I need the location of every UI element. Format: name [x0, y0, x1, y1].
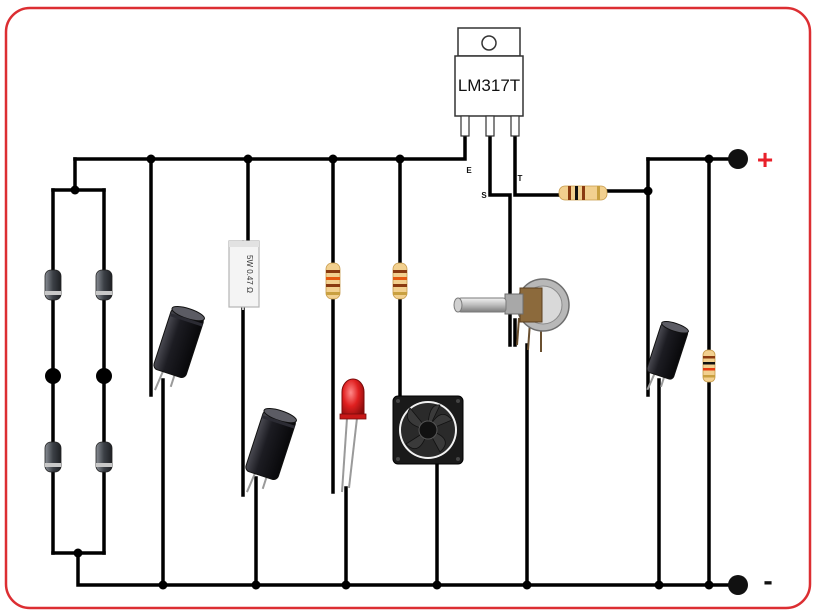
pin-label-e: E — [466, 166, 472, 175]
diode-bottom-left — [44, 441, 62, 473]
filter-capacitor — [153, 306, 205, 391]
top-rail-wire — [73, 133, 467, 161]
output-terminals: + - — [728, 144, 773, 596]
positive-terminal[interactable] — [728, 149, 748, 169]
cooling-fan — [392, 395, 464, 465]
voltage-regulator: LM317T E S T — [454, 27, 524, 200]
red-led — [339, 378, 367, 493]
junction-dot — [243, 154, 253, 164]
diode-top-left — [44, 269, 62, 301]
output-set-resistor — [558, 185, 608, 201]
output-pin-wire — [513, 133, 562, 197]
fan-resistor — [392, 262, 408, 300]
pin-label-t: T — [518, 174, 523, 183]
junction-dot — [704, 154, 714, 164]
power-resistor: 5W 0.47 Ω — [228, 240, 260, 310]
junctions — [45, 154, 714, 590]
junction-dot — [654, 580, 664, 590]
diagram-frame — [4, 6, 812, 610]
secondary-capacitor — [245, 408, 297, 493]
bottom-rail-wire — [76, 551, 740, 587]
junction-dot — [73, 548, 83, 558]
diode-top-right — [95, 269, 113, 301]
junction-dot — [146, 154, 156, 164]
positive-sign: + — [757, 144, 773, 175]
bridge-diodes — [44, 269, 113, 473]
junction-dot — [704, 580, 714, 590]
junction-dot — [643, 186, 653, 196]
junction-dot — [522, 580, 532, 590]
pin-label-s: S — [481, 191, 487, 200]
mounting-hole — [481, 35, 497, 51]
negative-sign: - — [763, 565, 772, 596]
regulator-pin-t — [510, 115, 520, 137]
junction-dot — [328, 154, 338, 164]
junction-dot — [341, 580, 351, 590]
adjust-pin-wire — [488, 133, 517, 347]
bridge-ac-terminal-left — [45, 368, 61, 384]
regulator-pin-e — [460, 115, 470, 137]
junction-dot — [158, 580, 168, 590]
output-capacitor — [646, 321, 689, 391]
negative-terminal[interactable] — [728, 575, 748, 595]
bridge-ac-terminal-right — [96, 368, 112, 384]
regulator-part-label: LM317T — [458, 76, 520, 95]
bridge-top-wire — [51, 157, 106, 192]
load-resistor — [702, 349, 716, 383]
led-resistor — [325, 262, 341, 300]
regulator-pin-s — [485, 115, 495, 137]
junction-dot — [395, 154, 405, 164]
junction-dot — [432, 580, 442, 590]
potentiometer — [453, 278, 570, 352]
power-resistor-marking: 5W 0.47 Ω — [245, 255, 254, 293]
junction-dot — [251, 580, 261, 590]
wires — [51, 133, 740, 587]
junction-dot — [70, 185, 80, 195]
diode-bottom-right — [95, 441, 113, 473]
